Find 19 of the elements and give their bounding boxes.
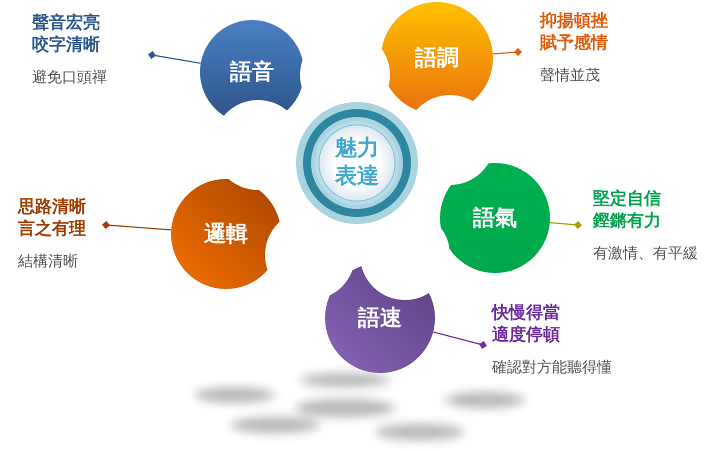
center-circle: 魅力表達 bbox=[296, 102, 418, 224]
note-text: 確認對方能聽得懂 bbox=[492, 358, 613, 377]
leader-line bbox=[102, 221, 172, 230]
note-text: 結構清晰 bbox=[18, 252, 79, 271]
leader-line bbox=[433, 331, 487, 349]
petal: 邏輯 bbox=[171, 179, 281, 289]
petal: 語氣 bbox=[440, 163, 550, 273]
note-heading: 堅定自信鏗鏘有力 bbox=[593, 188, 662, 232]
leader-line bbox=[148, 51, 201, 64]
note-heading: 抑揚頓挫賦予感情 bbox=[540, 10, 609, 54]
note-text: 有激情、有平緩 bbox=[593, 244, 699, 263]
note-heading: 快慢得當適度停頓 bbox=[492, 302, 561, 346]
petal: 語速 bbox=[325, 263, 435, 373]
note-text: 聲情並茂 bbox=[540, 66, 601, 85]
note-heading: 思路清晰言之有理 bbox=[18, 196, 87, 240]
note-heading: 聲音宏亮咬字清晰 bbox=[32, 12, 101, 56]
leader-line bbox=[492, 48, 522, 56]
note-text: 避免口頭禪 bbox=[32, 68, 108, 87]
leader-line bbox=[550, 221, 582, 229]
